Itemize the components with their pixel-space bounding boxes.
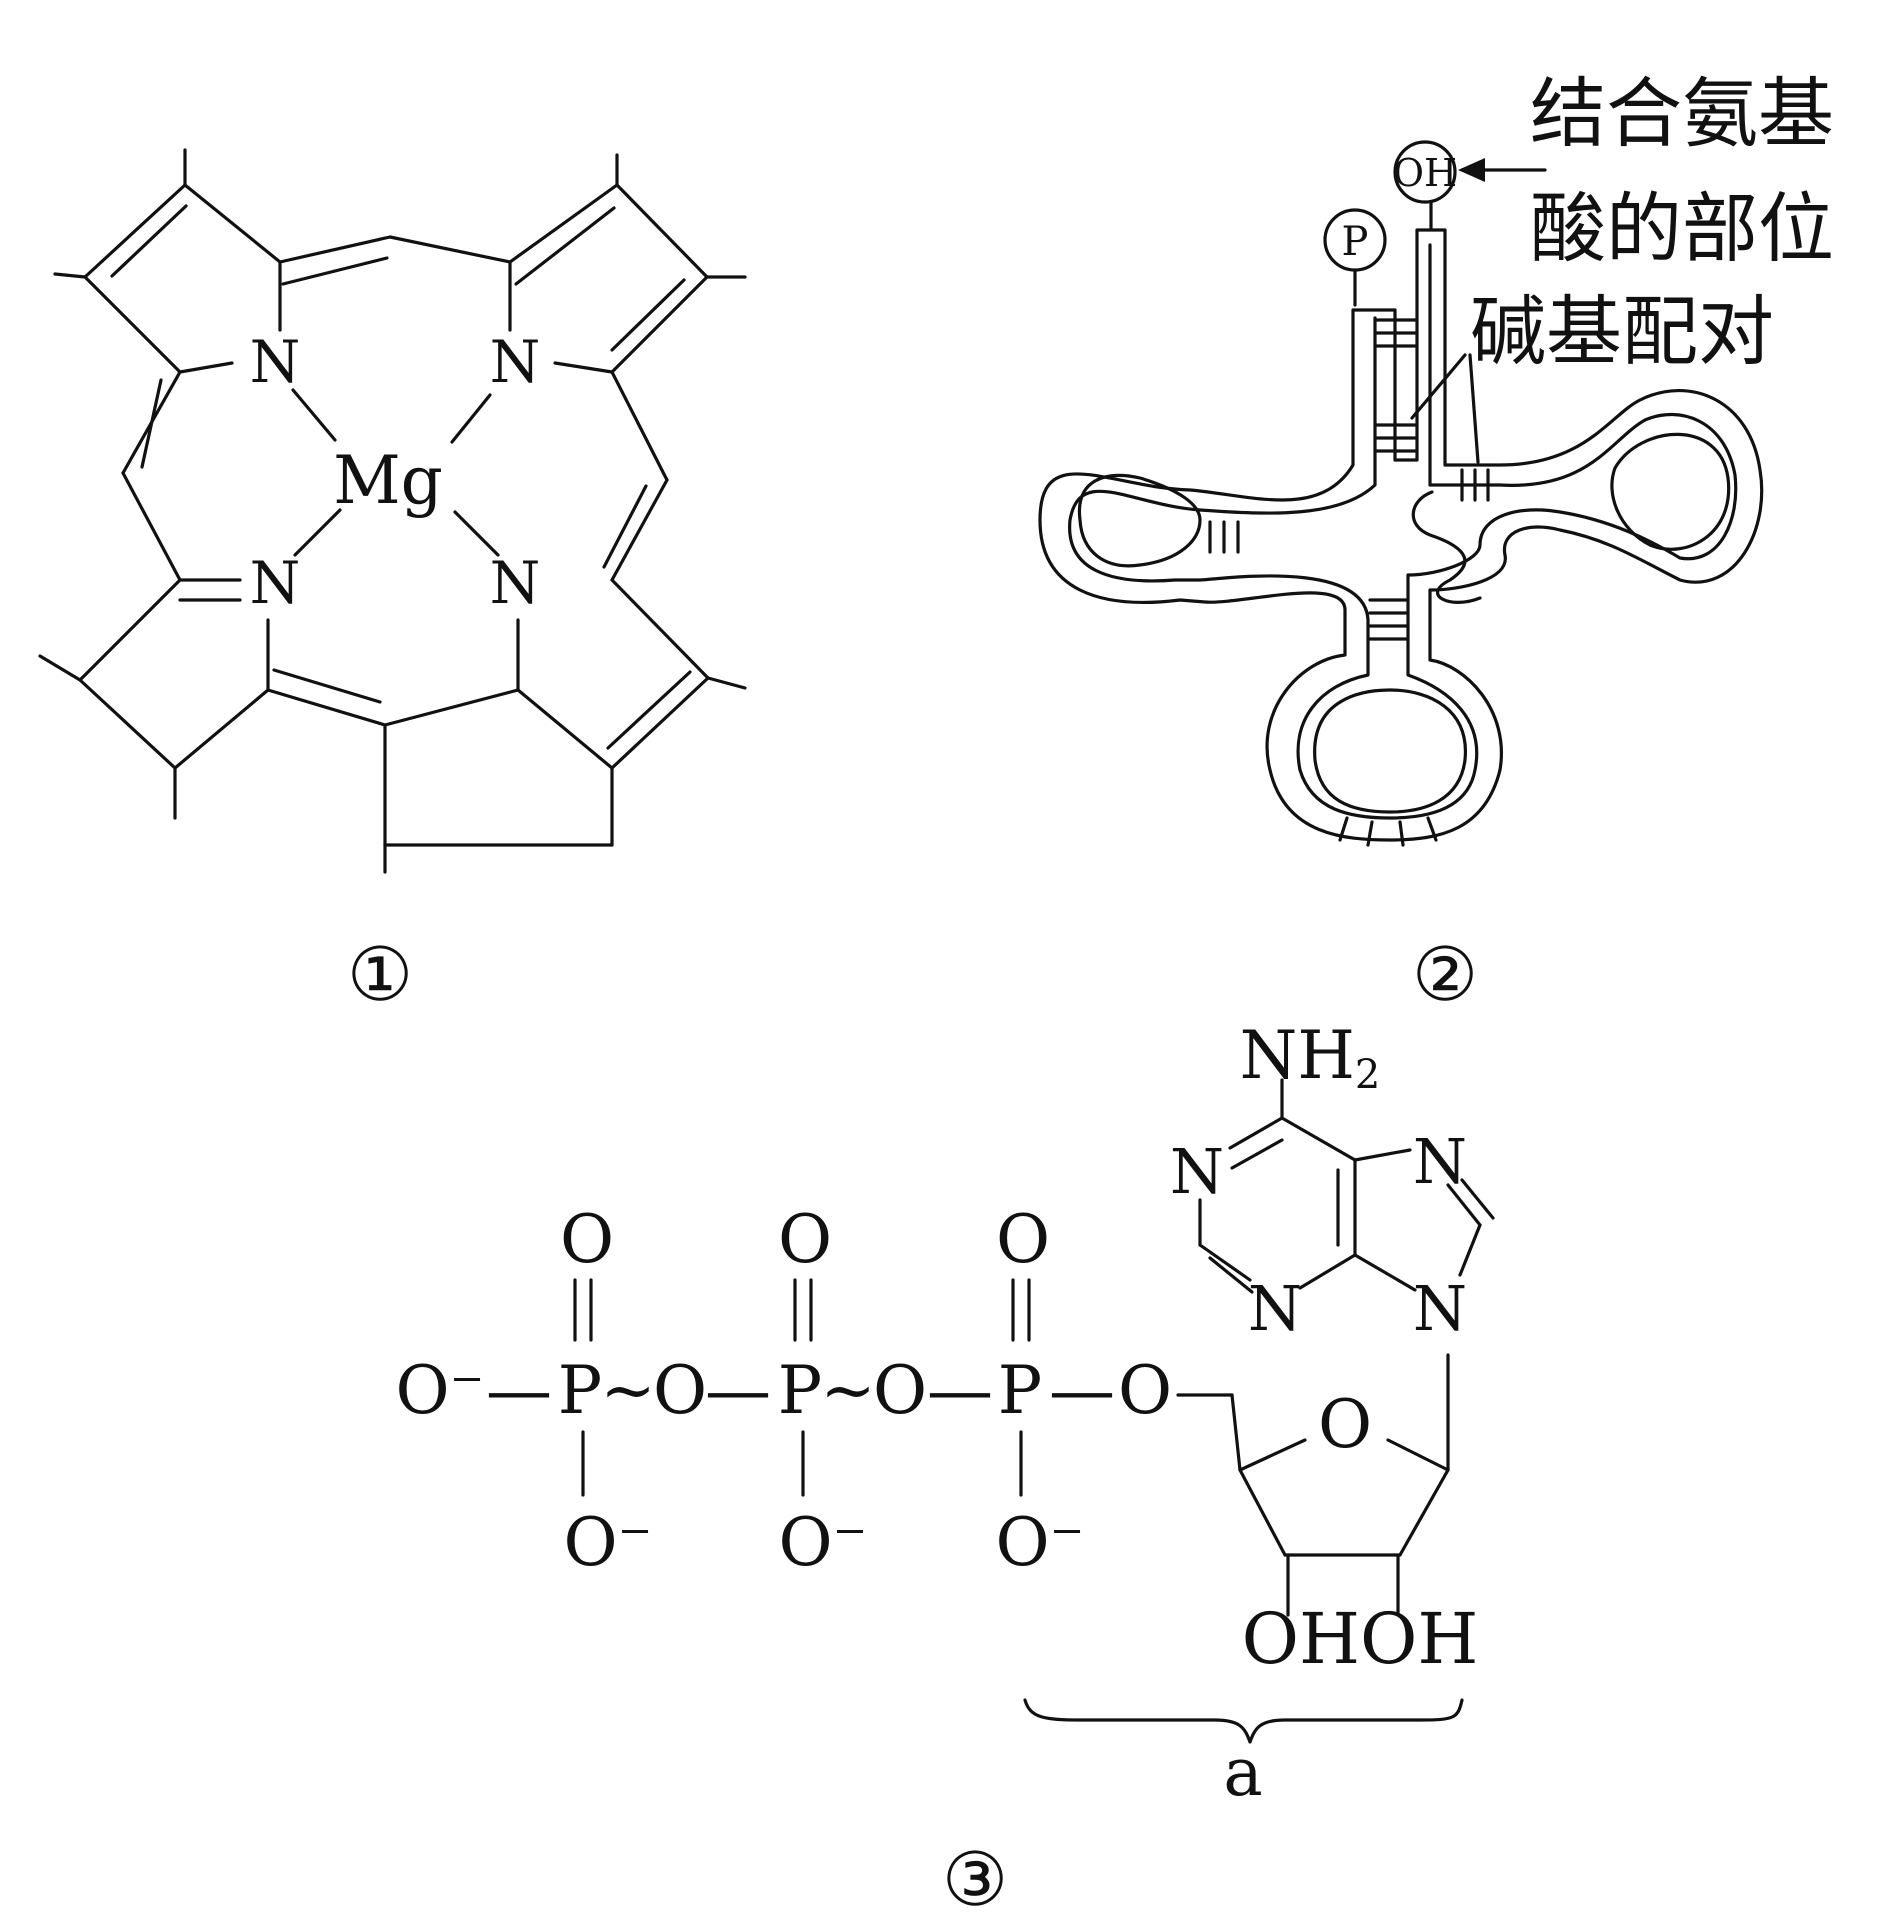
- adenosine-brace: [1023, 1698, 1464, 1744]
- trna-structure: P OH 结合氨基 酸的部位 碱基配对 ②: [1038, 69, 1834, 1018]
- magnesium-atom: Mg: [333, 442, 443, 519]
- annotation-amino-acid-site-line2: 酸的部位: [1530, 184, 1834, 273]
- ribose-ring: [1238, 1353, 1450, 1617]
- phosphoryl-oxygen: O: [778, 1201, 832, 1278]
- adenosine-label: a: [1223, 1734, 1262, 1811]
- oxygen-anion: O⁻: [779, 1504, 868, 1581]
- annotation-amino-acid-site-line1: 结合氨基: [1530, 69, 1834, 158]
- panel-label-1: ①: [347, 932, 413, 1018]
- ribose-atoms: O OHOH: [1242, 1386, 1479, 1680]
- terminal-oxygen-anion: O⁻: [396, 1352, 485, 1429]
- bond-dash: —: [927, 1352, 993, 1429]
- ribose-hydroxyls: OHOH: [1242, 1598, 1479, 1680]
- bond-dash: —: [486, 1352, 552, 1429]
- nitrogen-atom: N: [250, 549, 301, 617]
- oxygen-anion: O⁻: [996, 1504, 1085, 1581]
- bridge-oxygen: O: [873, 1352, 927, 1429]
- anticodon-loop: [1313, 688, 1467, 814]
- annotation-base-pairing: 碱基配对: [1470, 287, 1774, 376]
- chlorophyll-structure: N N N N Mg ①: [38, 148, 747, 1018]
- phosphorus-beta: P: [778, 1352, 822, 1429]
- phosphate-label: P: [1342, 219, 1369, 265]
- amino-group: NH2: [1240, 1017, 1381, 1098]
- base-pair-rungs: [1208, 318, 1490, 641]
- adenine-n7: N: [1413, 1125, 1467, 1198]
- hydroxyl-label: OH: [1393, 151, 1457, 195]
- adenine-n9: N: [1413, 1272, 1467, 1345]
- porphyrin-atoms: N N N N Mg: [250, 328, 541, 617]
- ester-oxygen: O: [1118, 1352, 1172, 1429]
- ring-oxygen: O: [1318, 1386, 1372, 1463]
- nitrogen-atom: N: [490, 549, 541, 617]
- phosphate-bonds: [573, 1278, 1242, 1497]
- trna-outer-outline: [1038, 228, 1764, 842]
- panel-label-2: ②: [1412, 932, 1478, 1018]
- atp-structure: O⁻ — P ~ O — P ~ O — P — O O O O O⁻ O⁻ O…: [396, 1017, 1495, 1923]
- adenine-n1: N: [1170, 1135, 1224, 1208]
- hydroxyl-end: OH: [1393, 140, 1457, 230]
- phosphate-chain: O⁻ — P ~ O — P ~ O — P — O O O O O⁻ O⁻ O…: [396, 1201, 1173, 1581]
- adenine-n3: N: [1248, 1272, 1302, 1345]
- bridge-oxygen: O: [653, 1352, 707, 1429]
- high-energy-bond: ~: [600, 1352, 655, 1429]
- porphyrin-bonds: [38, 148, 747, 874]
- phosphoryl-oxygen: O: [996, 1201, 1050, 1278]
- bond-dash: —: [705, 1352, 771, 1429]
- phosphorus-alpha: P: [998, 1352, 1042, 1429]
- variable-loop: [1411, 490, 1482, 604]
- arrow-icon: [1458, 158, 1547, 182]
- phosphorus-gamma: P: [558, 1352, 602, 1429]
- d-loop: [1077, 473, 1202, 568]
- phosphoryl-oxygen: O: [560, 1201, 614, 1278]
- base-pairing-pointer: [1410, 353, 1480, 464]
- oxygen-anion: O⁻: [564, 1504, 653, 1581]
- t-loop: [1610, 432, 1731, 551]
- phosphate-end: P: [1323, 208, 1387, 307]
- trna-inner-outline: [1068, 243, 1738, 820]
- trna-annotations: 结合氨基 酸的部位 碱基配对: [1470, 69, 1834, 376]
- nitrogen-atom: N: [250, 328, 301, 396]
- anticodon-ticks: [1338, 816, 1438, 847]
- high-energy-bond: ~: [820, 1352, 875, 1429]
- nitrogen-atom: N: [490, 328, 541, 396]
- panel-label-3: ③: [942, 1837, 1008, 1923]
- adenine-base: N N N N NH2: [1170, 1017, 1495, 1345]
- bond-dash: —: [1049, 1352, 1115, 1429]
